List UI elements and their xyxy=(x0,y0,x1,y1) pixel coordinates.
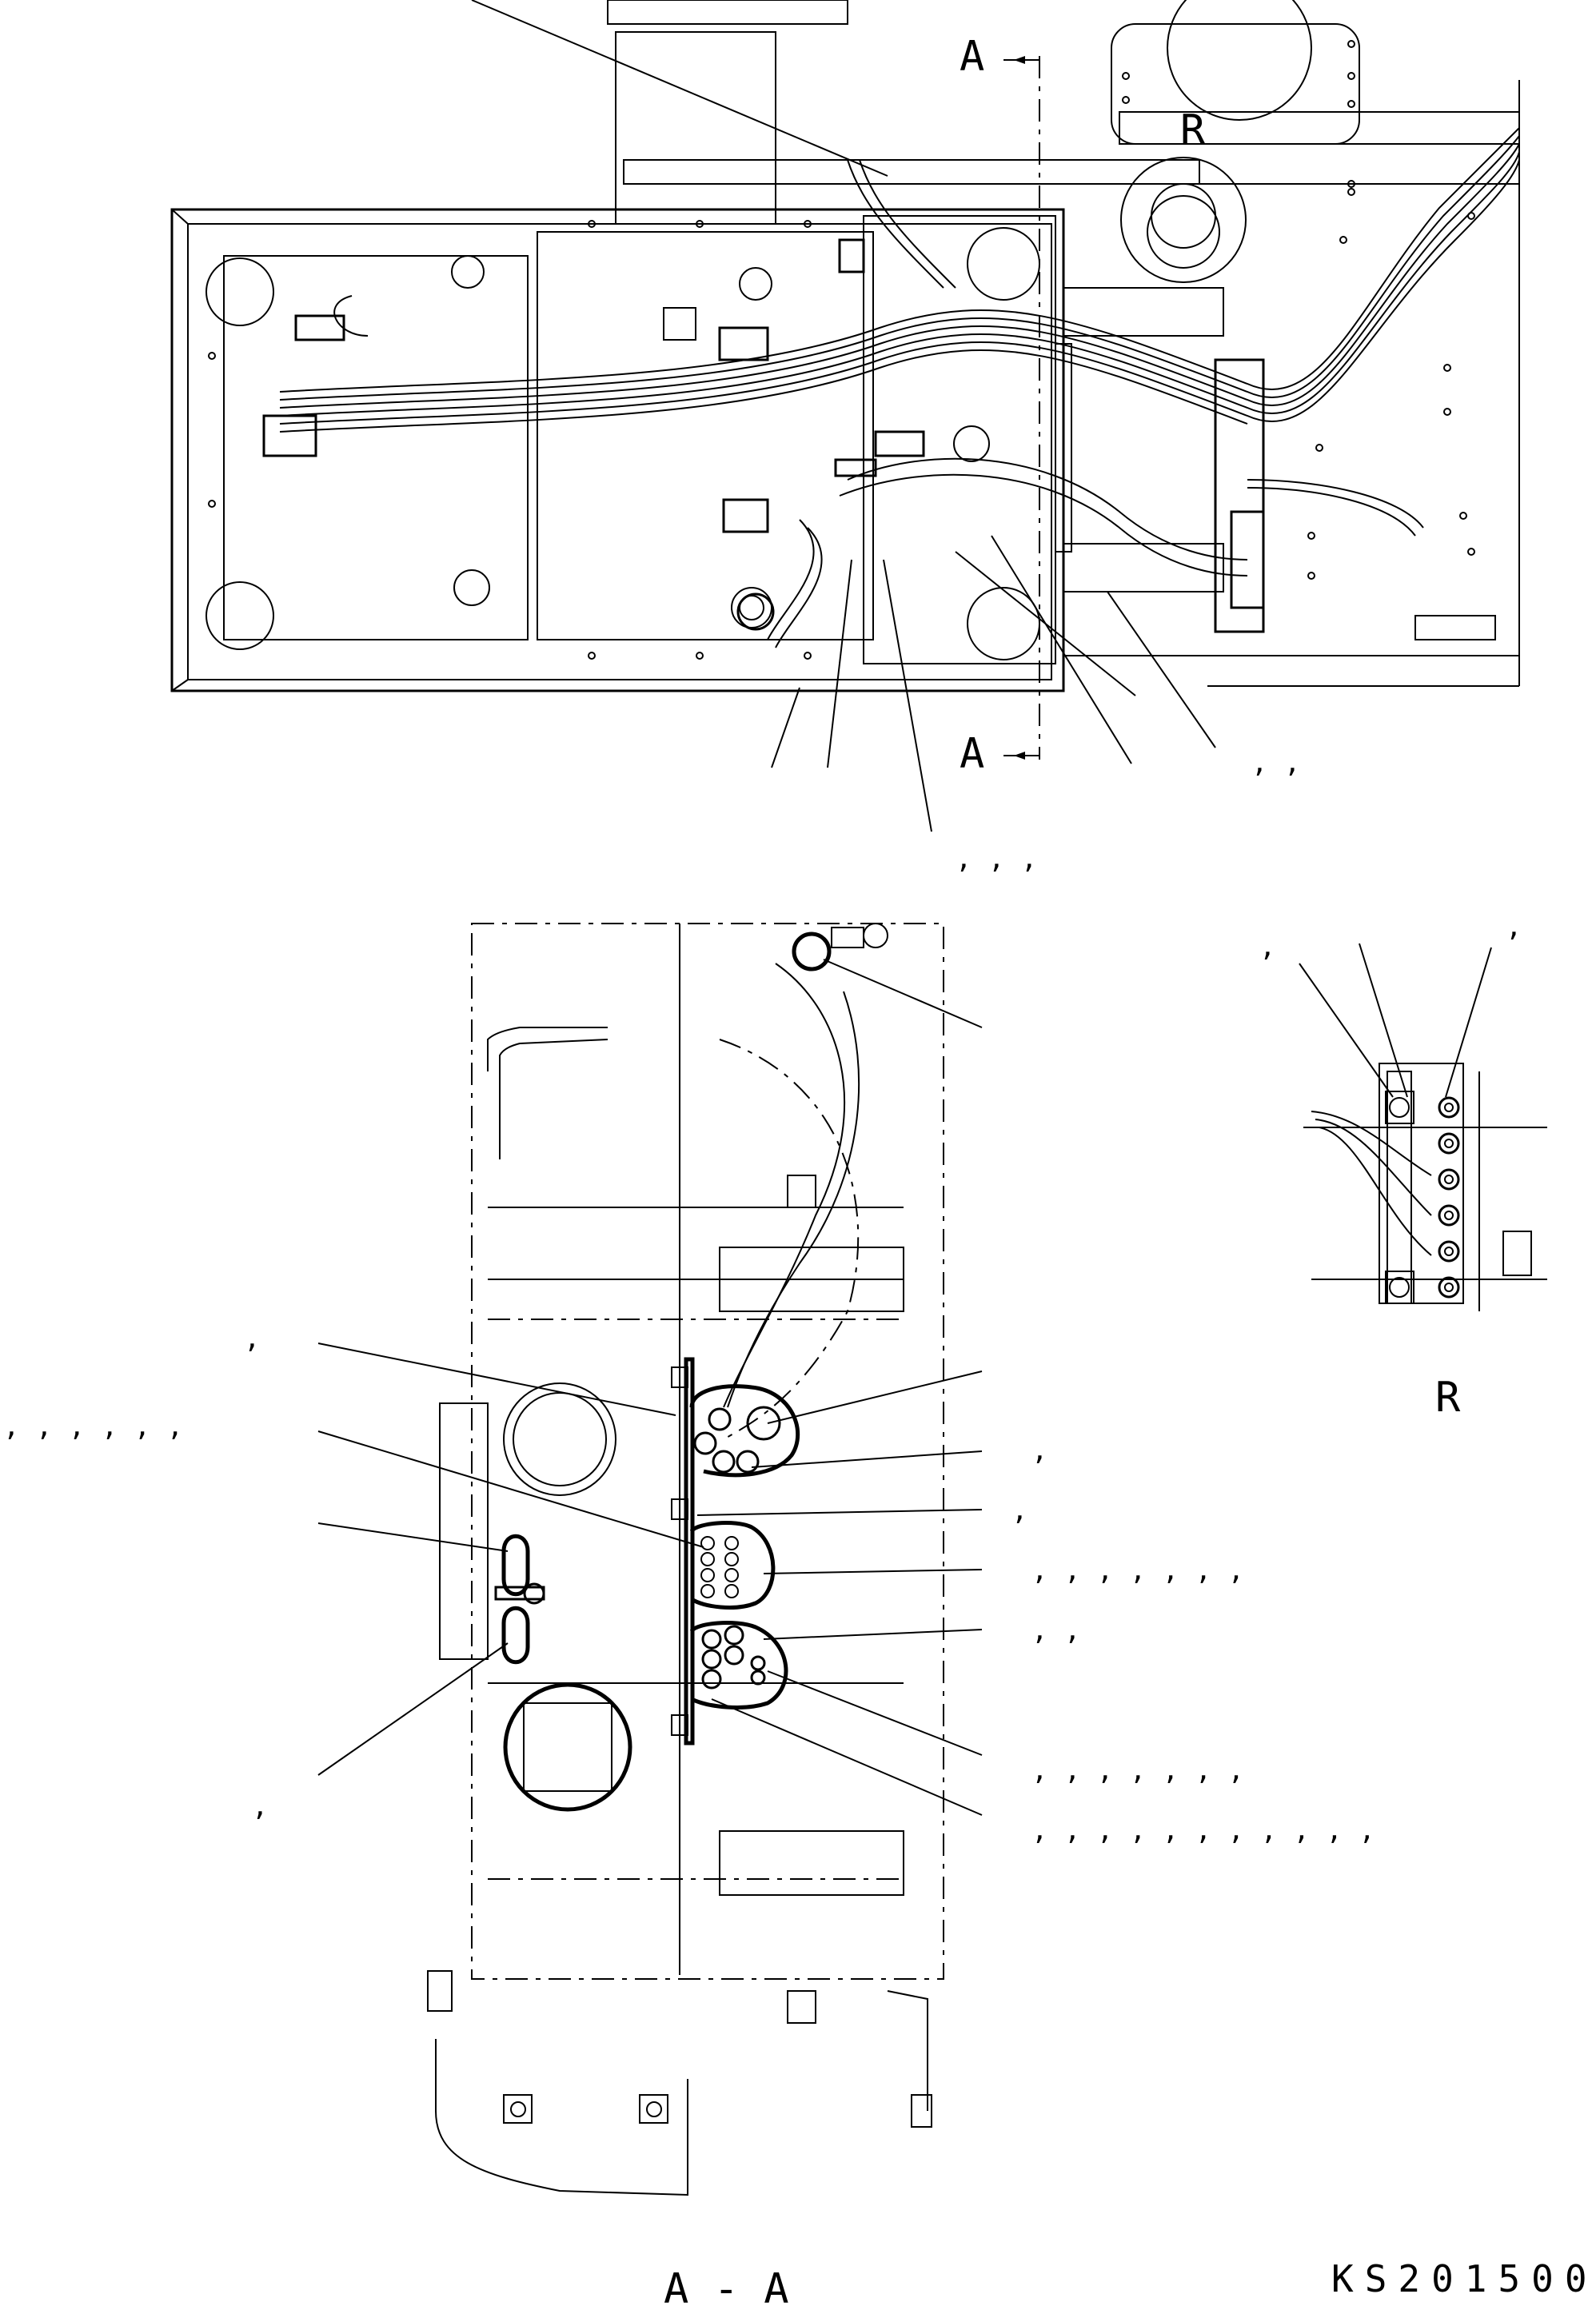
terminal-studs xyxy=(1438,1096,1460,1299)
callout-detail-left: , xyxy=(1259,931,1275,963)
section-marker-bottom: A xyxy=(960,730,984,778)
section-marker-top: A xyxy=(960,33,984,81)
callout-detail-right: , xyxy=(1506,911,1522,943)
callout-right-1: , xyxy=(1031,1434,1047,1466)
detail-r-circle xyxy=(1120,157,1247,283)
callout-top-center: , , , xyxy=(956,843,1037,875)
detail-marker: R xyxy=(1180,106,1206,154)
callout-right-2: , xyxy=(1011,1494,1027,1526)
top-view xyxy=(170,0,1520,832)
callout-right-6: , , , , , , , , , , , xyxy=(1031,1814,1375,1846)
hose-clamp-lower xyxy=(689,1621,788,1710)
callout-left-3: , xyxy=(252,1790,268,1822)
mount-circle xyxy=(205,257,274,326)
mounting-holes xyxy=(208,40,1475,660)
section-caption: A - A xyxy=(664,2265,789,2310)
hose-clamp-upper xyxy=(689,1384,800,1478)
detail-caption: R xyxy=(1435,1374,1461,1422)
side-clip xyxy=(494,1534,545,1665)
callout-top-right-a: , , xyxy=(1251,747,1300,779)
callout-right-5: , , , , , , , xyxy=(1031,1754,1244,1786)
detail-r-view xyxy=(1299,943,1547,1311)
section-a-a-view xyxy=(317,923,983,2196)
leaders-top xyxy=(471,0,1216,832)
frame-outline xyxy=(170,208,1065,692)
leaders-section xyxy=(317,959,983,1816)
wire-harness xyxy=(279,127,1520,648)
top-clamp xyxy=(792,932,832,971)
callout-right-4: , , xyxy=(1031,1614,1080,1646)
hose-clamp-middle xyxy=(689,1521,776,1610)
connectors xyxy=(262,238,1265,633)
drawing-number: KS201500 xyxy=(1331,2257,1596,2300)
callout-left-1: , xyxy=(244,1323,260,1354)
callout-left-2: , , , , , , xyxy=(3,1410,183,1442)
callout-right-3: , , , , , , , xyxy=(1031,1554,1244,1586)
